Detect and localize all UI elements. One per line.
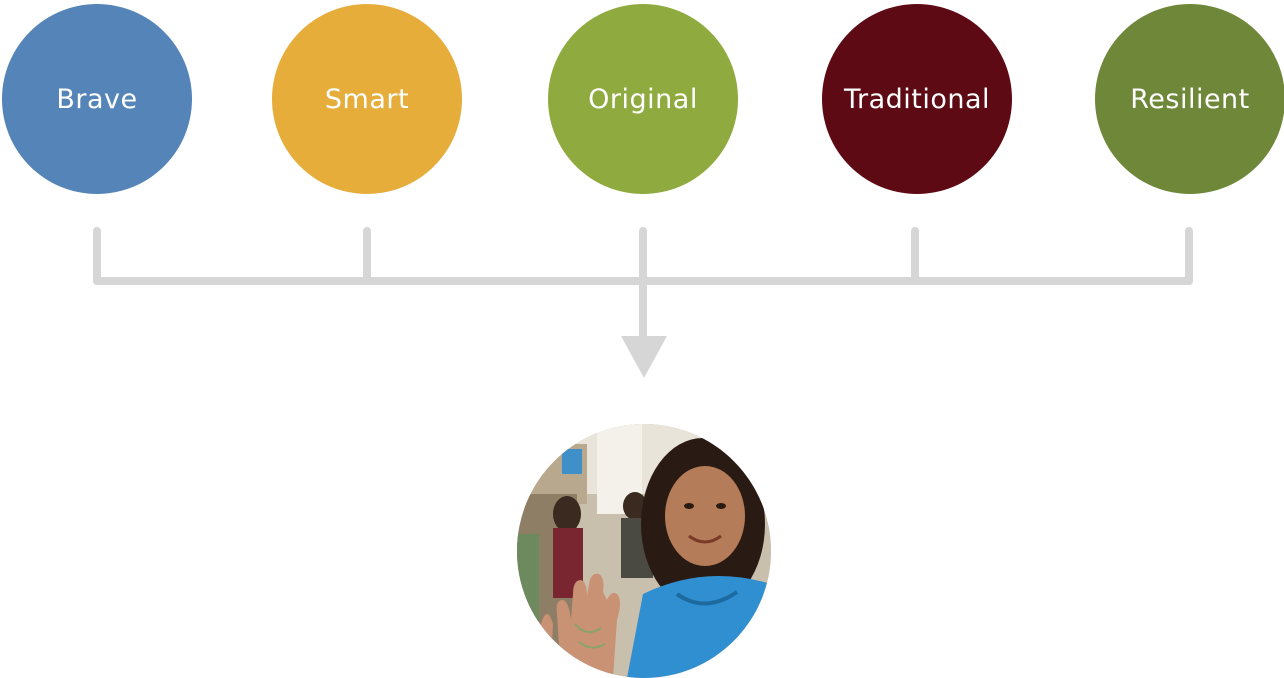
bracket-connector — [93, 227, 1193, 378]
trait-label-brave: Brave — [56, 83, 138, 115]
connector-lines — [93, 227, 1193, 340]
arrow-down-icon — [621, 336, 667, 378]
trait-label-smart: Smart — [324, 83, 410, 115]
trait-circle-resilient: Resilient — [1095, 4, 1284, 194]
trait-circle-original: Original — [548, 4, 738, 194]
child-photo — [517, 424, 771, 678]
trait-label-resilient: Resilient — [1130, 83, 1250, 115]
trait-circle-traditional: Traditional — [822, 4, 1012, 194]
trait-label-original: Original — [588, 83, 698, 115]
trait-circle-brave: Brave — [2, 4, 192, 194]
child-photo-illustration — [517, 424, 771, 678]
trait-circle-smart: Smart — [272, 4, 462, 194]
trait-label-traditional: Traditional — [843, 83, 991, 115]
